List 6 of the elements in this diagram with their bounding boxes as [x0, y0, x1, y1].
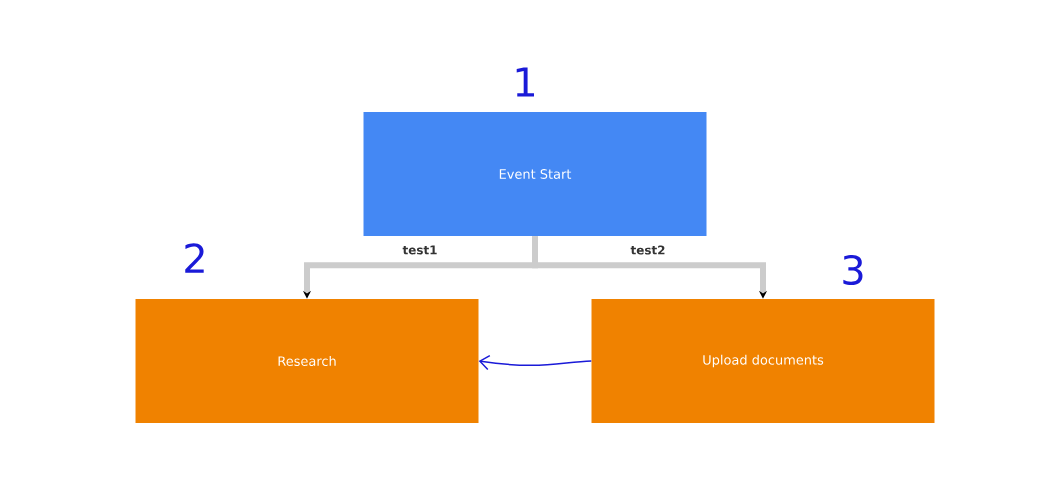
- process-box: Upload documents: [591, 299, 935, 423]
- process-box: Research: [135, 299, 479, 423]
- edge-label: test2: [630, 245, 665, 255]
- process-box: Event Start: [363, 112, 707, 236]
- edge-label: test1: [402, 245, 437, 255]
- arrow: [478, 354, 593, 371]
